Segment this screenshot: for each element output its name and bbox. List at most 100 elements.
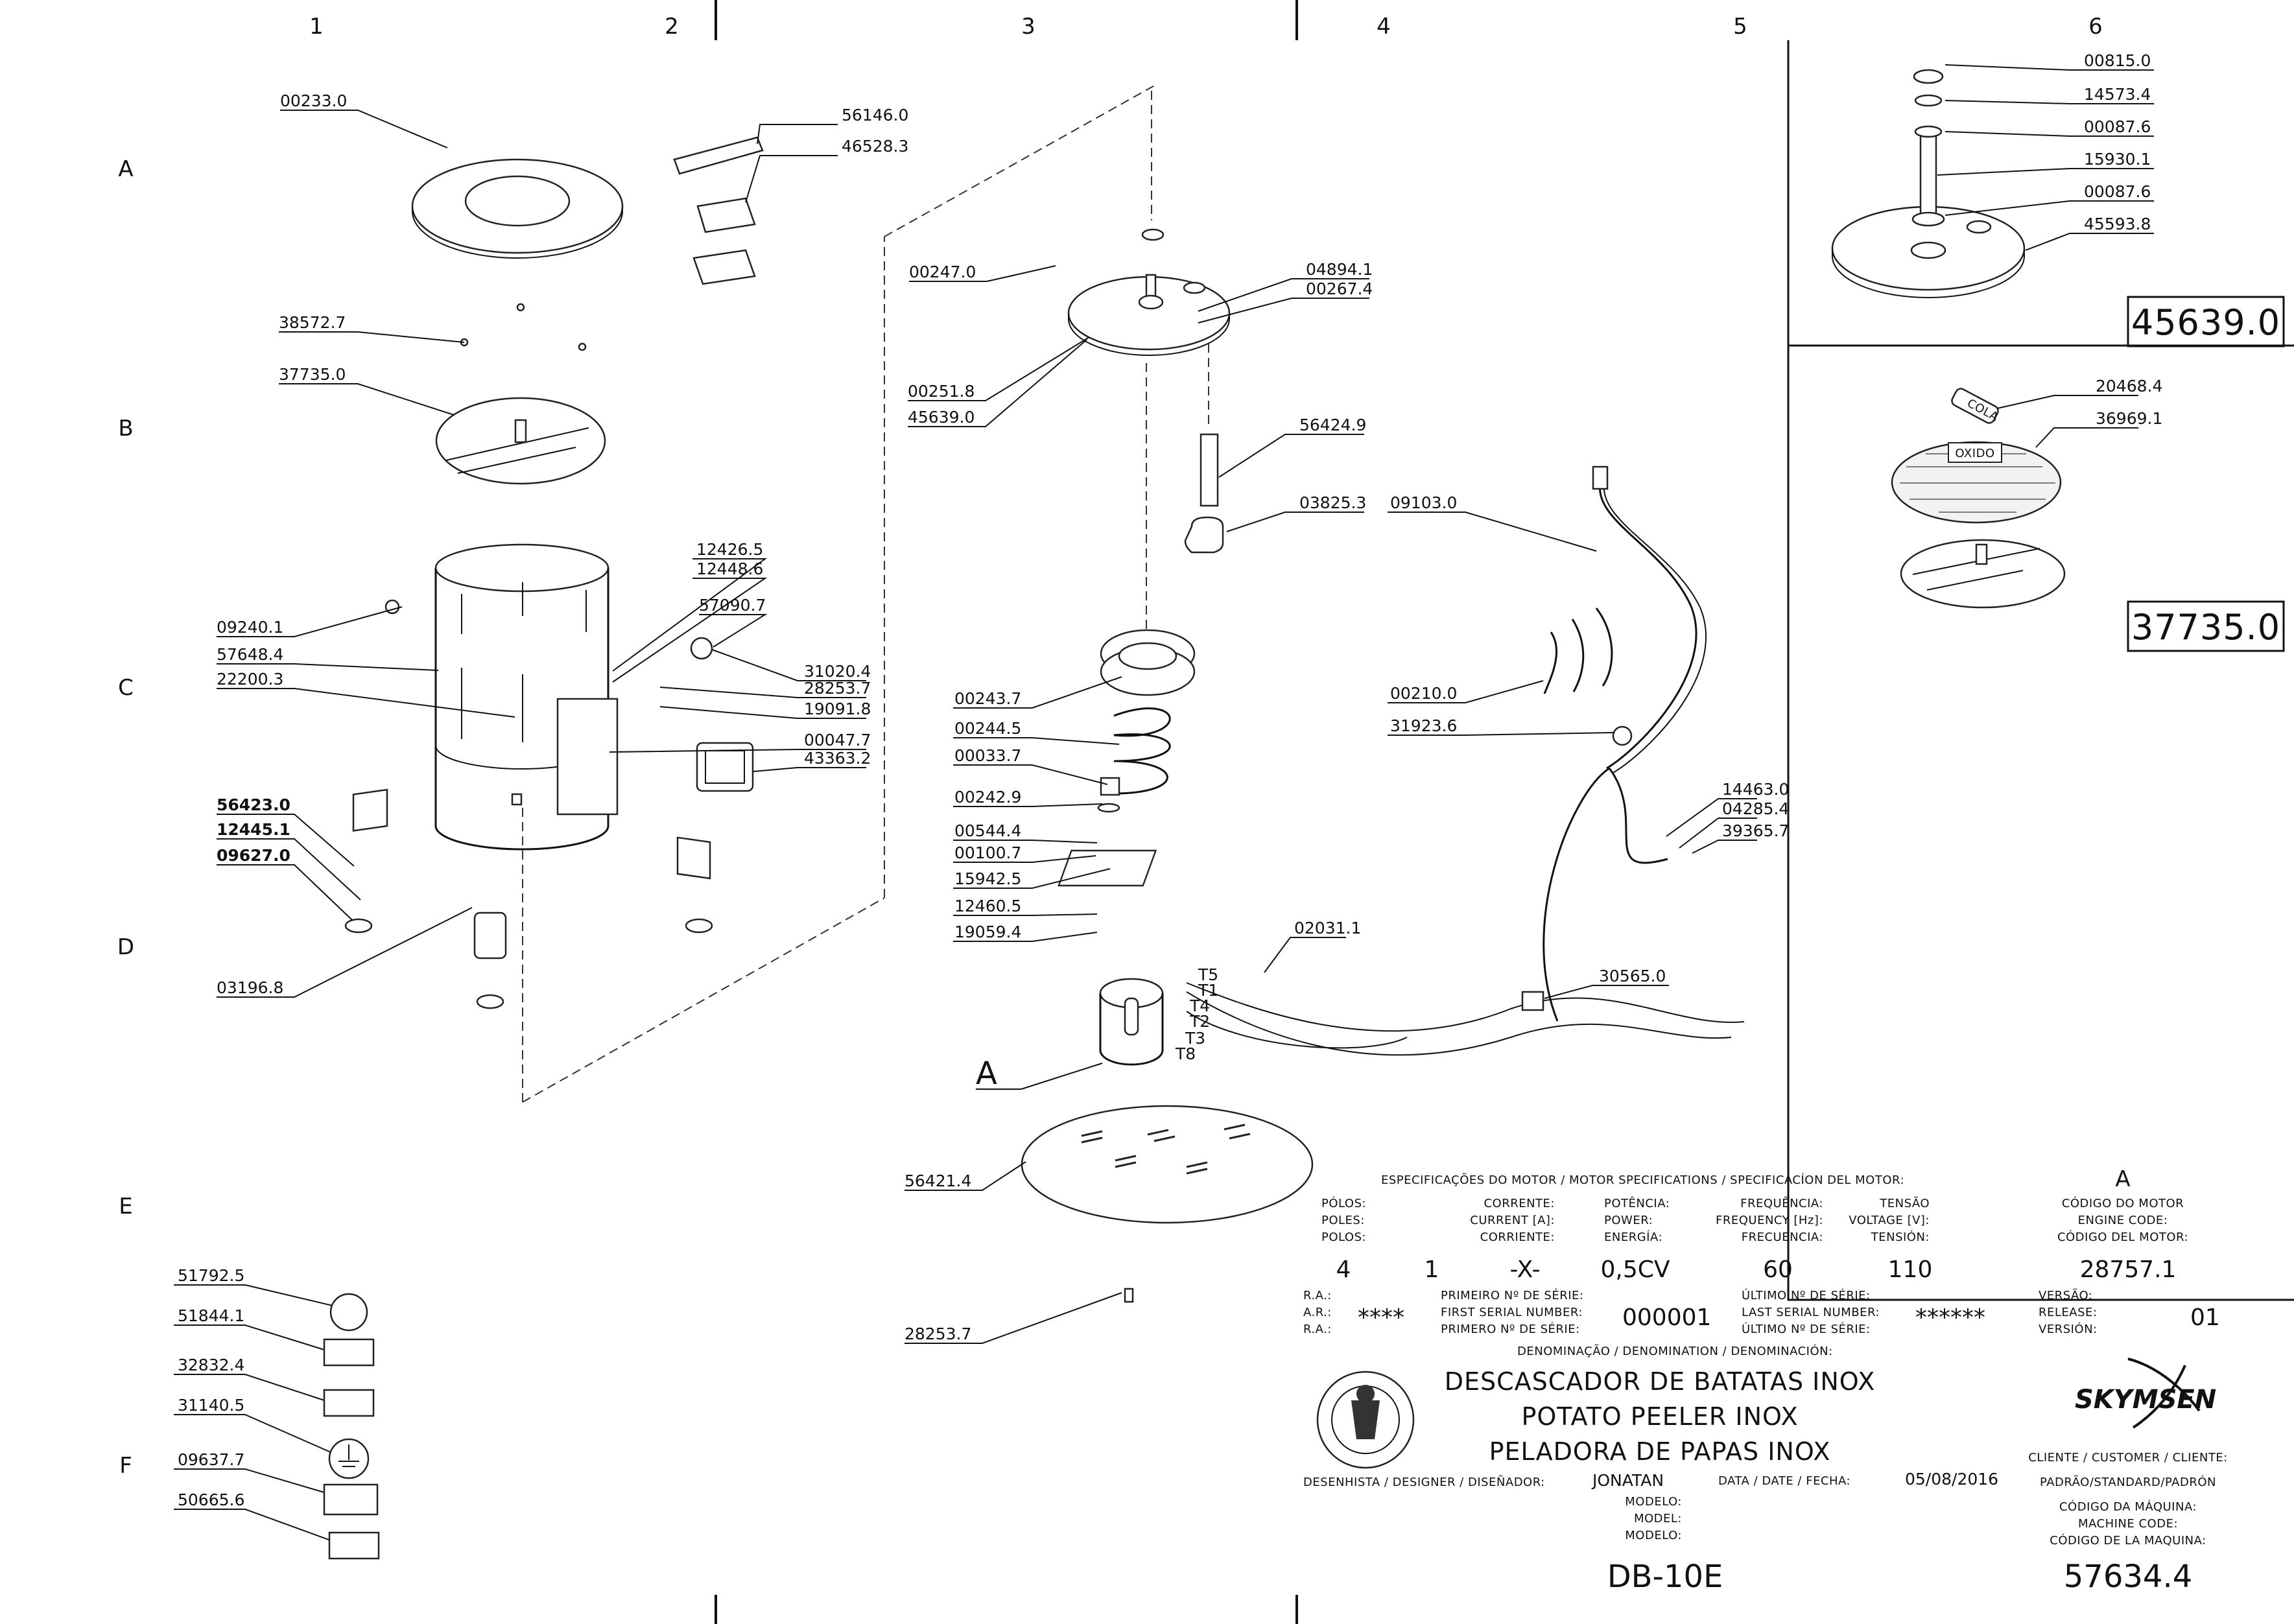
hdr-freq-en: FREQUENCY [Hz]: — [1716, 1214, 1823, 1227]
ra-label-es: R.A.: — [1303, 1323, 1332, 1336]
label-19091: 19091.8 — [804, 700, 871, 718]
hdr-voltage-en: VOLTAGE [V]: — [1849, 1214, 1930, 1227]
terminal-t4: T4 — [1189, 996, 1210, 1015]
label-00244: 00244.5 — [954, 719, 1021, 738]
first-serial-label-pt: PRIMEIRO Nº DE SÉRIE: — [1441, 1288, 1583, 1302]
label-39365: 39365.7 — [1722, 821, 1789, 840]
ra-label-en: A.R.: — [1303, 1306, 1332, 1319]
wiring-drawing — [1186, 465, 1745, 1056]
label-20468: 20468.4 — [2096, 377, 2162, 395]
label-37735: 37735.0 — [279, 365, 346, 384]
label-57090: 57090.7 — [699, 596, 766, 615]
label-50665: 50665.6 — [178, 1490, 244, 1509]
grid-col-1: 1 — [309, 14, 324, 40]
terminal-t3: T3 — [1185, 1029, 1205, 1048]
label-15930: 15930.1 — [2084, 150, 2151, 169]
label-31140: 31140.5 — [178, 1396, 244, 1415]
grid-row-A: A — [118, 156, 133, 182]
label-51792: 51792.5 — [178, 1266, 244, 1285]
label-56421: 56421.4 — [905, 1171, 971, 1190]
safety-label-sticker-icon — [328, 1531, 380, 1560]
value-engine-code: 28757.1 — [2080, 1256, 2177, 1283]
motor-view-label: A — [976, 1055, 997, 1092]
detail-abrasive-disc-drawing: COLA OXIDO — [1891, 388, 2066, 609]
label-57648: 57648.4 — [217, 645, 283, 664]
label-56424: 56424.9 — [1299, 416, 1366, 434]
grid-col-4: 4 — [1377, 14, 1391, 40]
label-00251: 00251.8 — [908, 382, 975, 401]
hdr-freq-es: FRECUENCIA: — [1742, 1230, 1823, 1244]
date-label: DATA / DATE / FECHA: — [1718, 1474, 1851, 1488]
motor-spec-headers: PÓLOS: POLES: POLOS: CORRENTE: CURRENT [… — [1321, 1196, 2188, 1244]
value-current: -X- — [1509, 1256, 1540, 1283]
label-03196: 03196.8 — [217, 978, 283, 997]
hdr-freq-pt: FREQUÊNCIA: — [1740, 1196, 1823, 1210]
detail-box-2-code: 37735.0 — [2131, 607, 2280, 648]
label-31923: 31923.6 — [1390, 716, 1457, 735]
product-name-es: PELADORA DE PAPAS INOX — [1489, 1437, 1831, 1466]
brand-logo-text: SKYMSEN — [2075, 1385, 2216, 1415]
grid-row-F: F — [119, 1453, 132, 1479]
label-51844: 51844.1 — [178, 1306, 244, 1325]
ra-value: **** — [1358, 1304, 1404, 1331]
service-seal-logo — [1316, 1371, 1415, 1469]
hdr-current-pt: CORRENTE: — [1484, 1197, 1555, 1210]
grid-row-D: D — [117, 934, 134, 960]
oxide-disc-label: OXIDO — [1955, 447, 1994, 460]
label-00087a: 00087.6 — [2084, 117, 2151, 136]
terminal-t2: T2 — [1189, 1012, 1210, 1031]
serial-labels: R.A.: A.R.: R.A.: PRIMEIRO Nº DE SÉRIE: … — [1303, 1288, 2097, 1336]
value-poles: 4 — [1336, 1256, 1351, 1283]
label-45593: 45593.8 — [2084, 215, 2151, 233]
grid-row-labels: A B C D E F — [117, 156, 134, 1479]
hdr-power-es: ENERGÍA: — [1604, 1230, 1662, 1244]
label-30565: 30565.0 — [1599, 967, 1666, 985]
value-phase: 1 — [1425, 1256, 1439, 1283]
hdr-engine-pt: CÓDIGO DO MOTOR — [2062, 1196, 2184, 1210]
label-56146: 56146.0 — [842, 106, 908, 124]
label-45639: 45639.0 — [908, 408, 975, 427]
model-label-pt: MODELO: — [1625, 1495, 1682, 1509]
grid-row-E: E — [119, 1194, 132, 1219]
terminal-t8: T8 — [1175, 1044, 1196, 1063]
label-14463: 14463.0 — [1722, 780, 1789, 799]
label-28253b: 28253.7 — [905, 1324, 971, 1343]
label-31020: 31020.4 — [804, 662, 871, 681]
machine-code-label-en: MACHINE CODE: — [2078, 1517, 2178, 1531]
detail-box-frames — [1787, 40, 2294, 1301]
label-00815: 00815.0 — [2084, 51, 2151, 70]
last-serial-label-es: ÚLTIMO Nº DE SÉRIE: — [1742, 1322, 1871, 1336]
hdr-power-en: POWER: — [1604, 1214, 1653, 1227]
grid-row-C: C — [118, 675, 134, 701]
label-09637: 09637.7 — [178, 1450, 244, 1469]
grid-tick-marks — [715, 0, 1298, 1624]
label-43363: 43363.2 — [804, 749, 871, 768]
label-32832: 32832.4 — [178, 1356, 244, 1374]
model-label-en: MODEL: — [1634, 1512, 1682, 1525]
grid-col-5: 5 — [1733, 14, 1747, 40]
customer-value: PADRÃO/STANDARD/PADRÓN — [2040, 1475, 2216, 1489]
date-value: 05/08/2016 — [1905, 1470, 1998, 1489]
label-19059: 19059.4 — [954, 923, 1021, 941]
label-12426: 12426.5 — [696, 540, 763, 559]
first-serial-value: 000001 — [1622, 1304, 1711, 1331]
label-38572: 38572.7 — [279, 313, 346, 332]
grid-col-3: 3 — [1021, 14, 1035, 40]
sticker-icons — [323, 1293, 380, 1560]
label-02031: 02031.1 — [1294, 919, 1361, 937]
hdr-current-es: CORRIENTE: — [1480, 1230, 1555, 1244]
terminal-t5: T5 — [1198, 965, 1218, 984]
callout-leaders — [174, 64, 2154, 1541]
grid-col-2: 2 — [665, 14, 679, 40]
label-22200: 22200.3 — [217, 670, 283, 688]
blank-plate-sticker-icon — [323, 1483, 379, 1516]
drive-assembly-drawing — [1021, 228, 1314, 1303]
detail-shaft-assembly-drawing — [1831, 69, 2026, 298]
machine-code-value: 57634.4 — [2064, 1559, 2193, 1595]
customer-label: CLIENTE / CUSTOMER / CLIENTE: — [2028, 1451, 2228, 1465]
label-03825: 03825.3 — [1299, 493, 1366, 512]
label-12448: 12448.6 — [696, 559, 763, 578]
hdr-poles-es: POLOS: — [1321, 1230, 1366, 1244]
terminal-t1: T1 — [1198, 981, 1218, 1000]
